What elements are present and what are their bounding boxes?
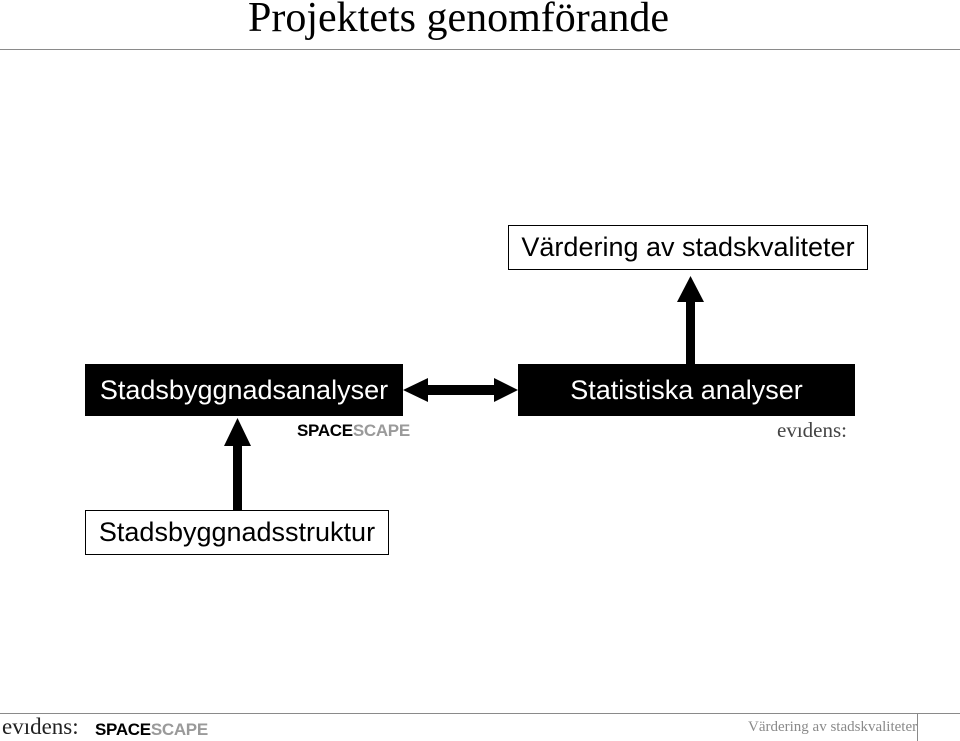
title-divider	[0, 49, 960, 50]
arrow-head-right	[494, 378, 518, 402]
arrow-shaft	[233, 444, 242, 510]
node-vardering: Värdering av stadskvaliteter	[508, 225, 868, 270]
node-label: Stadsbyggnadsstruktur	[98, 517, 376, 547]
spacescape-logo: SPACESCAPE	[297, 421, 410, 441]
node-stadsbyggnadsstruktur: Stadsbyggnadsstruktur	[85, 510, 389, 555]
arrow-head	[677, 276, 704, 302]
node-label: Statistiska analyser	[570, 374, 803, 405]
footer-spacescape-logo: SPACESCAPE	[95, 720, 208, 740]
arrow-head-left	[403, 378, 428, 402]
node-label: Värdering av stadskvaliteter	[521, 232, 855, 262]
logo-part: SPACE	[95, 720, 151, 739]
logo-part: SCAPE	[150, 720, 208, 739]
logo-part: SPACE	[297, 421, 353, 440]
arrow-shaft	[425, 385, 497, 395]
node-stadsbyggnadsanalyser: Stadsbyggnadsanalyser	[85, 364, 403, 416]
arrow-statistik-to-vardering	[677, 276, 704, 364]
footer-evidens-logo: evıdens:	[2, 714, 79, 739]
footer-separator	[917, 714, 918, 741]
arrow-head	[224, 418, 251, 446]
arrow-shaft	[686, 300, 695, 364]
evidens-logo: evıdens:	[777, 418, 847, 442]
node-statistiska-analyser: Statistiska analyser	[518, 364, 855, 416]
arrow-analyser-bidirectional	[403, 378, 518, 402]
logo-part: SCAPE	[352, 421, 410, 440]
arrow-struktur-to-analyser	[224, 418, 251, 510]
node-label: Stadsbyggnadsanalyser	[99, 374, 389, 405]
footer-title: Värdering av stadskvaliteter	[748, 719, 918, 735]
footer-divider	[0, 713, 960, 714]
slide-title: Projektets genomförande	[248, 0, 670, 41]
